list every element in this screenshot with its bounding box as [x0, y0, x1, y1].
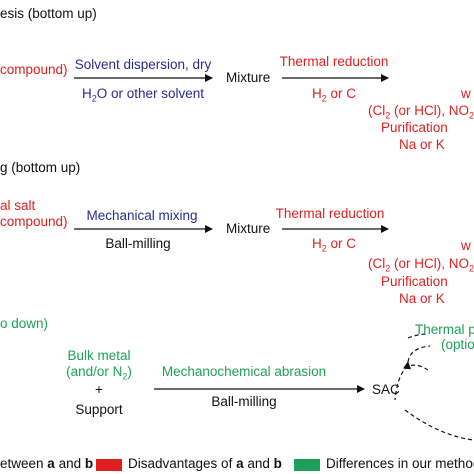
section-b-byproducts: (Cl2 (or HCl), NO2, [368, 256, 474, 274]
section-b-w-label: w [461, 238, 471, 253]
bulk-metal-nitrogen: (and/or N2) [66, 364, 132, 382]
legend-swatch-green [294, 459, 320, 471]
legend-item-1: etween a and b [0, 456, 94, 471]
section-a-byproducts: (Cl2 (or HCl), NO2, [368, 103, 474, 121]
cycle-arrow-bottom [404, 409, 474, 441]
cycle-arrow-upper [403, 345, 431, 370]
section-a-mixture: Mixture [226, 70, 271, 85]
section-c-arrow-bottom: Ball-milling [211, 394, 277, 409]
section-c-heading: o down) [0, 316, 49, 331]
legend-item-3: Differences in our method c [326, 456, 474, 471]
section-b-heading: g (bottom up) [0, 160, 81, 175]
legend-item-2: Disadvantages of a and b [128, 456, 282, 471]
support-label: Support [75, 402, 123, 417]
sac-label: SAC [372, 382, 400, 397]
section-a-left-label: compound) [0, 62, 68, 77]
bulk-metal-label: Bulk metal [67, 348, 131, 363]
section-a-arrow1-bottom: H2O or other solvent [81, 86, 205, 104]
plus-sign: + [95, 382, 103, 397]
section-a-arrow1-top: Solvent dispersion, dry [74, 57, 212, 72]
section-c-arrow-top: Mechanochemical abrasion [161, 364, 327, 379]
section-a-purification: Purification [381, 120, 448, 135]
section-b-mixture: Mixture [226, 221, 271, 236]
section-b-left-label-2: compound) [0, 214, 68, 229]
cycle-arrow-top [407, 333, 429, 339]
section-b-arrow2-top: Thermal reduction [275, 206, 385, 221]
section-b-purification: Purification [381, 274, 448, 289]
thermal-label: Thermal p [415, 322, 474, 337]
section-a-alkali: Na or K [399, 137, 445, 152]
section-b-arrow1-top: Mechanical mixing [86, 208, 198, 223]
section-b-arrow1-bottom: Ball-milling [105, 236, 171, 251]
optional-label: (optio [441, 337, 474, 352]
section-b-alkali: Na or K [399, 291, 445, 306]
section-b-left-label-1: al salt [0, 198, 36, 213]
section-a-arrow2-top: Thermal reduction [279, 54, 389, 69]
legend-swatch-red [96, 459, 122, 471]
section-b-arrow2-bottom: H2 or C [311, 236, 357, 254]
section-a-w-label: w [461, 86, 471, 101]
section-a-arrow2-bottom: H2 or C [311, 86, 357, 104]
section-a-heading: esis (bottom up) [0, 6, 97, 21]
